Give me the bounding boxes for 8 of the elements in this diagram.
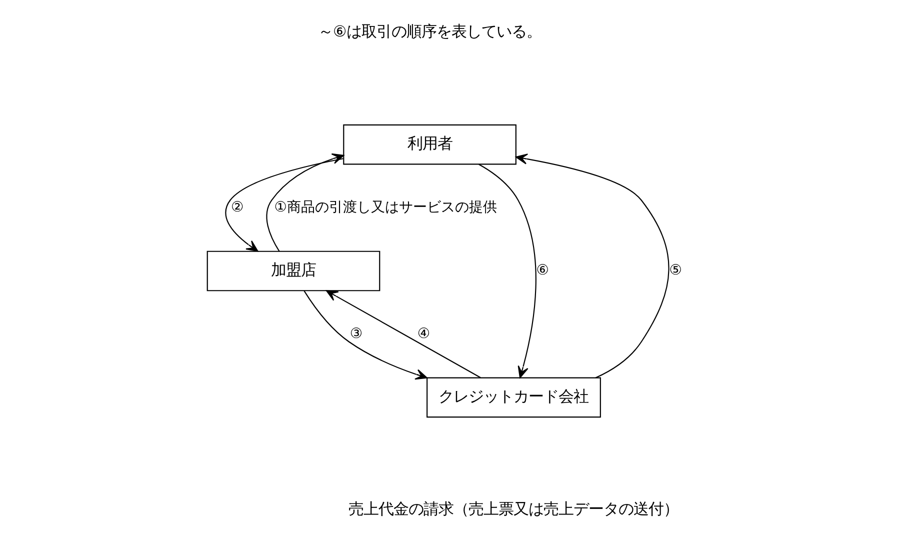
edge-label: ⑤	[668, 262, 682, 279]
edge-label: ③	[349, 326, 362, 342]
edge-label: ②	[230, 199, 244, 216]
label: ～⑥は取引の順序を表している。	[317, 22, 542, 40]
label: 売上代金の請求（売上票又は売上データの送付）	[348, 500, 678, 518]
edge-label: ⑥	[536, 262, 548, 279]
edge-label: ④	[416, 326, 430, 342]
edge-label: ①商品の引渡し又はサービスの提供	[274, 199, 496, 216]
